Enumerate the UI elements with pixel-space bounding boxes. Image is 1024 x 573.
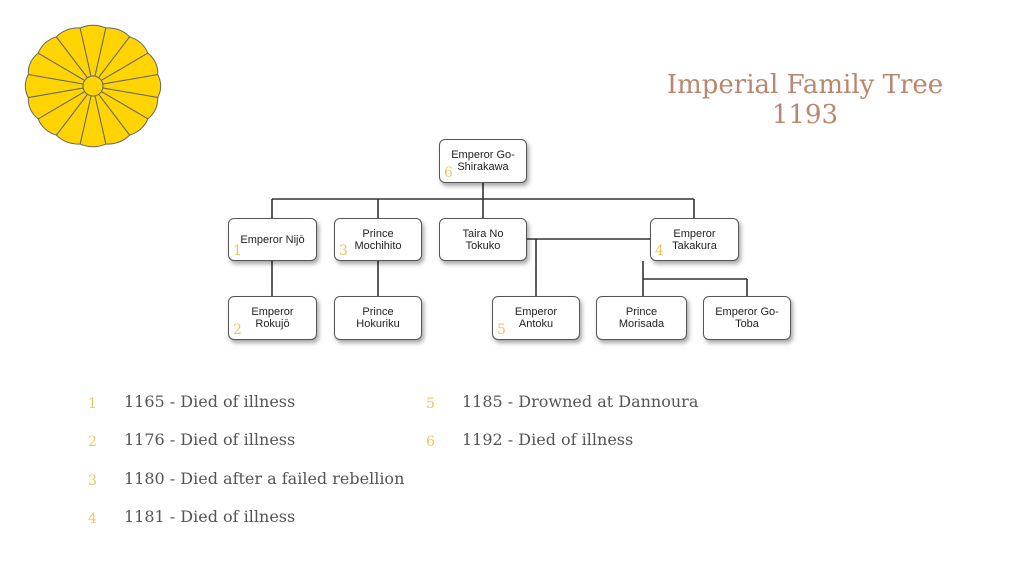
node-mochihito: Prince Mochihito 3 [334,218,422,261]
legend-text: 1181 - Died of illness [124,507,296,526]
node-label: Prince Hokuriku [356,306,400,330]
legend-number: 1 [88,396,97,412]
chrysanthemum-center [82,75,104,97]
node-label: Prince Morisada [618,306,665,330]
node-number: 1 [233,243,242,259]
node-tokuko: Taira No Tokuko [439,218,527,261]
legend-text: 1192 - Died of illness [462,430,634,449]
node-rokujo: Emperor Rokujō 2 [228,296,317,340]
legend-number: 4 [88,511,97,527]
node-go-toba: Emperor Go-Toba [703,296,791,340]
title-line-2: 1193 [771,100,839,130]
legend-number: 3 [88,473,97,489]
node-label: Emperor Nijō [240,233,305,246]
legend-text: 1165 - Died of illness [124,392,296,411]
node-antoku: Emperor Antoku 5 [492,296,580,340]
node-morisada: Prince Morisada [596,296,687,340]
node-takakura: Emperor Takakura 4 [650,218,739,261]
node-number: 4 [655,243,664,259]
node-label: Prince Mochihito [354,227,402,252]
node-label: Emperor Go-Shirakawa [451,149,515,173]
legend-text: 1176 - Died of illness [124,430,296,449]
node-label: Emperor Antoku [514,306,558,330]
node-hokuriku: Prince Hokuriku [334,296,422,340]
page-title: Imperial Family Tree 1193 [640,70,970,130]
legend-text: 1185 - Drowned at Dannoura [462,392,699,411]
node-go-shirakawa: Emperor Go-Shirakawa 6 [439,139,527,183]
node-label: Emperor Go-Toba [715,306,779,330]
node-label: Emperor Rokujō [251,306,294,330]
title-line-1: Imperial Family Tree [666,70,944,100]
node-number: 5 [497,322,506,338]
node-number: 3 [339,243,348,259]
legend-number: 5 [426,396,435,412]
chrysanthemum-petal [100,52,159,85]
node-number: 6 [444,165,453,181]
node-label: Emperor Takakura [672,227,717,252]
node-number: 2 [233,322,242,338]
node-label: Taira No Tokuko [462,227,504,252]
chrysanthemum-seal-icon [24,24,162,148]
legend-number: 6 [426,434,435,450]
legend-number: 2 [88,434,97,450]
node-nijo: Emperor Nijō 1 [228,218,317,261]
legend-text: 1180 - Died after a failed rebellion [124,469,405,488]
